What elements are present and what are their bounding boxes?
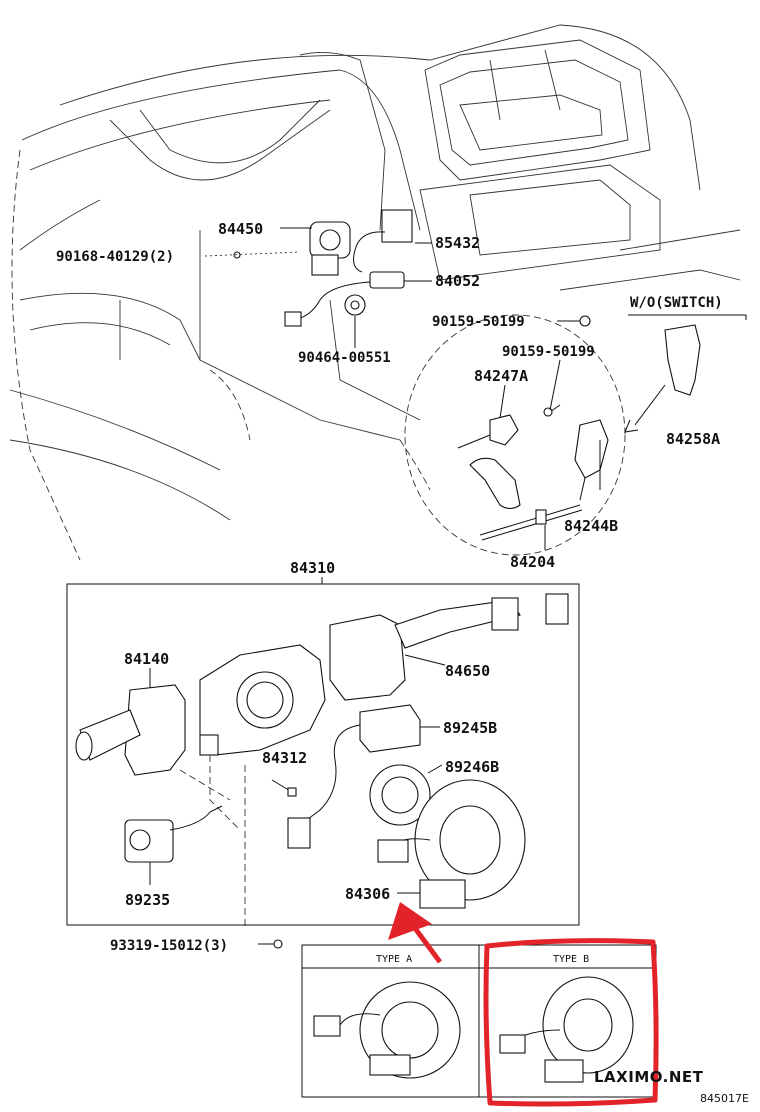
- label-90464-00551: 90464-00551: [298, 350, 391, 366]
- part-89245b-drawing: [287, 704, 440, 849]
- part-84450-drawing: [309, 221, 351, 276]
- part-90159-drawing: [543, 315, 591, 417]
- label-84140: 84140: [124, 650, 169, 668]
- reference-code: 845017E: [700, 1092, 749, 1105]
- label-90159-50199-b: 90159-50199: [502, 344, 595, 360]
- part-84306-drawing: [377, 779, 526, 909]
- part-89235-drawing: [124, 805, 223, 885]
- part-84244b-drawing: [574, 419, 609, 501]
- label-93319-15012: 93319-15012(3): [110, 938, 228, 954]
- type-b-drawing: [499, 976, 634, 1083]
- part-84204-drawing: [479, 504, 583, 541]
- label-84258a: 84258A: [666, 430, 720, 448]
- part-84140-drawing: [75, 668, 186, 776]
- steering-wheel-outline: [404, 314, 626, 556]
- wo-switch-bracket: [628, 314, 747, 320]
- label-84306: 84306: [345, 885, 390, 903]
- label-wo-switch: W/O(SWITCH): [630, 295, 723, 311]
- dashboard-outline: [9, 24, 741, 561]
- label-89246b: 89246B: [445, 758, 499, 776]
- label-84204: 84204: [510, 553, 555, 571]
- part-85432-drawing: [353, 209, 413, 273]
- label-84244b: 84244B: [564, 517, 618, 535]
- label-85432: 85432: [435, 234, 480, 252]
- part-84312-bracket-drawing: [179, 644, 326, 831]
- label-type-a: TYPE A: [376, 954, 412, 965]
- part-84312-pin-drawing: [271, 779, 297, 797]
- type-a-drawing: [313, 981, 461, 1079]
- label-89245b: 89245B: [443, 719, 497, 737]
- label-84312: 84312: [262, 749, 307, 767]
- part-90168-drawing: [233, 251, 241, 259]
- label-type-b: TYPE B: [553, 954, 589, 965]
- label-90159-50199-a: 90159-50199: [432, 314, 525, 330]
- part-90464-drawing: [344, 294, 366, 316]
- label-84310: 84310: [290, 559, 335, 577]
- label-84052: 84052: [435, 272, 480, 290]
- label-84450: 84450: [218, 220, 263, 238]
- label-89235: 89235: [125, 891, 170, 909]
- watermark: LAXIMO.NET: [594, 1068, 704, 1086]
- part-84052-drawing: [284, 271, 405, 327]
- upper-leader-lines: [204, 227, 601, 550]
- part-93319-drawing: [244, 765, 283, 949]
- label-84650: 84650: [445, 662, 490, 680]
- part-84247a-drawing: [457, 414, 521, 510]
- label-84247a: 84247A: [474, 367, 528, 385]
- part-84650-drawing: [329, 593, 569, 701]
- highlight-arrow: [388, 902, 443, 964]
- part-89246b-drawing: [369, 764, 443, 826]
- assembly-box-84310: [66, 583, 580, 926]
- label-90168-40129: 90168-40129(2): [56, 249, 174, 265]
- highlight-box-type-b: [483, 938, 659, 1107]
- part-84258a-drawing: [624, 324, 701, 433]
